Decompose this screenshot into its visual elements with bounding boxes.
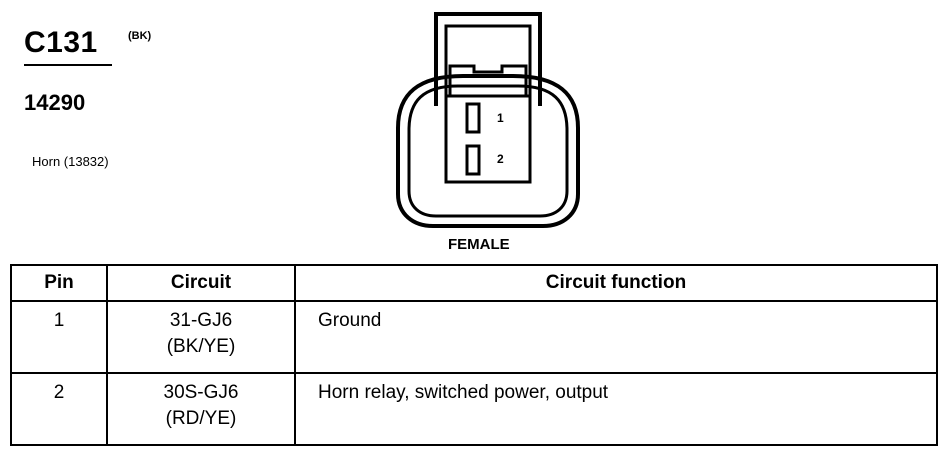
connector-gender-label: FEMALE: [448, 236, 510, 253]
locking-tab-inner: [444, 24, 532, 106]
circuit-cell: 30S-GJ6 (RD/YE): [106, 372, 296, 446]
circuit-id: 31-GJ6: [169, 310, 233, 331]
connector-color-code: (BK): [128, 30, 152, 42]
connector-face-diagram: 1 2: [396, 12, 580, 228]
pin-cavity-2: [465, 144, 481, 176]
header-pin: Pin: [10, 264, 108, 302]
pin-cavity-1: [465, 102, 481, 134]
header-circuit: Circuit: [106, 264, 296, 302]
part-number: 14290: [24, 90, 86, 115]
circuit-function: Ground: [294, 300, 938, 374]
circuit-id: 30S-GJ6: [163, 382, 239, 403]
wire-color: (RD/YE): [165, 407, 237, 429]
circuit-cell: 31-GJ6 (BK/YE): [106, 300, 296, 374]
component-name: Horn (13832): [32, 154, 109, 169]
header-circuit-function: Circuit function: [294, 264, 938, 302]
pin-number: 2: [10, 372, 108, 446]
connector-inner-housing: [407, 84, 569, 218]
pin-label-2: 2: [497, 152, 504, 166]
table-row: 1 31-GJ6 (BK/YE) Ground: [10, 300, 938, 374]
wire-color: (BK/YE): [166, 335, 236, 357]
terminal-block: [444, 94, 532, 184]
title-underline: [24, 64, 112, 66]
pin-label-1: 1: [497, 111, 504, 125]
connector-id: C131: [24, 26, 98, 59]
pin-table: Pin Circuit Circuit function 1 31-GJ6 (B…: [10, 264, 938, 446]
circuit-function: Horn relay, switched power, output: [294, 372, 938, 446]
pin-number: 1: [10, 300, 108, 374]
connector-outer-housing: [396, 74, 580, 228]
locking-tab-outer: [434, 12, 542, 106]
locking-tab-notch: [448, 64, 528, 106]
table-header-row: Pin Circuit Circuit function: [10, 264, 938, 302]
table-row: 2 30S-GJ6 (RD/YE) Horn relay, switched p…: [10, 372, 938, 446]
